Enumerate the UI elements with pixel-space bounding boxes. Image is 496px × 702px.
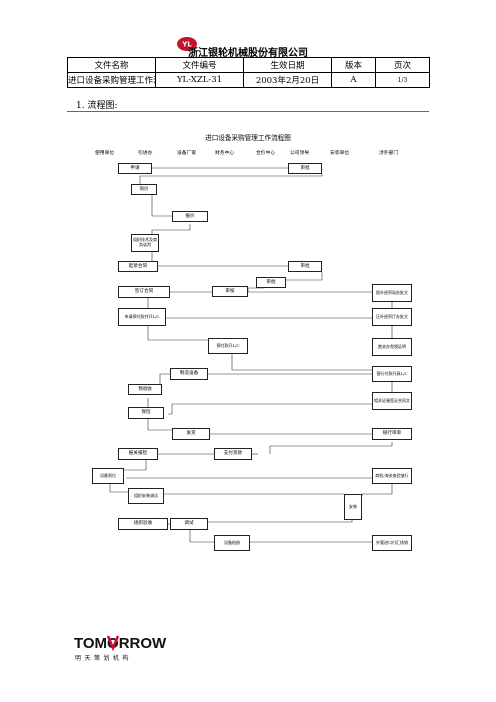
box-tax-exempt: 跑关办免税证明 (372, 338, 412, 356)
box-commissioning: 调试 (170, 518, 208, 530)
label-version: 版本 (331, 57, 376, 73)
box-foreign-trade-approval: 压外经贸厅办批文 (372, 308, 412, 326)
box-review-3: 审批 (256, 277, 286, 288)
box-quote: 报价 (172, 211, 208, 222)
box-review-4: 审核 (212, 286, 248, 297)
brand-subtitle: 明天策划机构 (75, 654, 132, 662)
box-prepay-lc: 预付款开L/C (208, 338, 248, 354)
value-page: 1/3 (375, 72, 430, 88)
box-acceptance: 组织验收 (118, 518, 168, 530)
label-doc-name: 文件名称 (67, 57, 156, 73)
box-bank-review: 银行审单 (372, 428, 412, 440)
box-review-2: 审批 (288, 261, 322, 272)
svg-text:YL: YL (181, 41, 192, 49)
box-inquiry: 询价 (131, 184, 157, 195)
value-doc-name: 进口设备采购管理工作流程 (67, 72, 156, 88)
box-register-contract: 报外经贸局办批文 (372, 284, 412, 302)
box-installation: 安装 (344, 494, 362, 520)
value-doc-number: YL-XZL-31 (155, 72, 244, 88)
col-price-center: 合价中心 (256, 151, 276, 156)
box-shipping: 发货 (172, 428, 210, 440)
label-page: 页次 (375, 57, 430, 73)
box-archive: 设备档册 (214, 535, 250, 551)
box-apply: 申请 (118, 163, 152, 174)
document-header-table: 文件名称 文件编号 生效日期 版本 页次 进口设备采购管理工作流程 YL-XZL… (67, 57, 430, 88)
box-tech-talk: 组织技术及商务谈判 (131, 234, 159, 252)
box-review-1: 审批 (288, 163, 322, 174)
box-tax-refund: 外管进口付汇核销 (372, 535, 412, 551)
col-install-unit: 安装单位 (330, 151, 350, 156)
label-effective-date: 生效日期 (243, 57, 332, 73)
box-draft-contract: 起草合同 (118, 261, 158, 272)
col-user-unit: 使用单位 (95, 151, 115, 156)
box-apply-lc: 申请预付款并开L/C (118, 308, 166, 326)
box-pre-accept: 预验收 (128, 384, 162, 395)
col-import-office: 引进办 (138, 151, 153, 156)
brand-name: TOMORROW (74, 635, 167, 652)
section-heading: 1. 流程图: (76, 101, 118, 111)
box-manufacture: 制造设备 (170, 368, 208, 380)
flowchart-title: 进口设备采购管理工作流程图 (205, 134, 291, 142)
header-labels-row: 文件名称 文件编号 生效日期 版本 页次 (67, 57, 430, 73)
tomorrow-logo-icon: TOMORROW 明天策划机构 (74, 635, 167, 662)
company-logo-icon: YL (177, 37, 197, 51)
col-company-leader: 公司领导 (290, 151, 310, 156)
company-name: 浙江银轮机械股份有限公司 (188, 48, 308, 59)
box-arrival: 设备到位 (92, 468, 124, 484)
box-inspection: 商检/海关查验放行 (372, 468, 412, 484)
box-pay-freight: 支付货款 (214, 448, 252, 460)
header-values-row: 进口设备采购管理工作流程 YL-XZL-31 2003年2月20日 A 1/3 (67, 72, 430, 88)
label-doc-number: 文件编号 (155, 57, 244, 73)
col-foreign-dept: 涉外部门 (379, 151, 399, 156)
box-sign-contract: 签订合同 (118, 286, 170, 298)
box-customs: 报关报检 (118, 448, 158, 460)
box-bank-lc: 银行付款开具L/C (372, 366, 412, 382)
value-version: A (331, 72, 376, 88)
value-effective-date: 2003年2月20日 (243, 72, 332, 88)
box-install: 组织安装调试 (128, 488, 164, 504)
section-rule (67, 111, 429, 112)
box-insurance: 保险 (128, 407, 164, 419)
box-contract-file: 相关证服签证合同文 (372, 392, 412, 410)
col-finance-center: 财务中心 (215, 151, 235, 156)
col-manufacturer: 设备厂家 (177, 151, 197, 156)
